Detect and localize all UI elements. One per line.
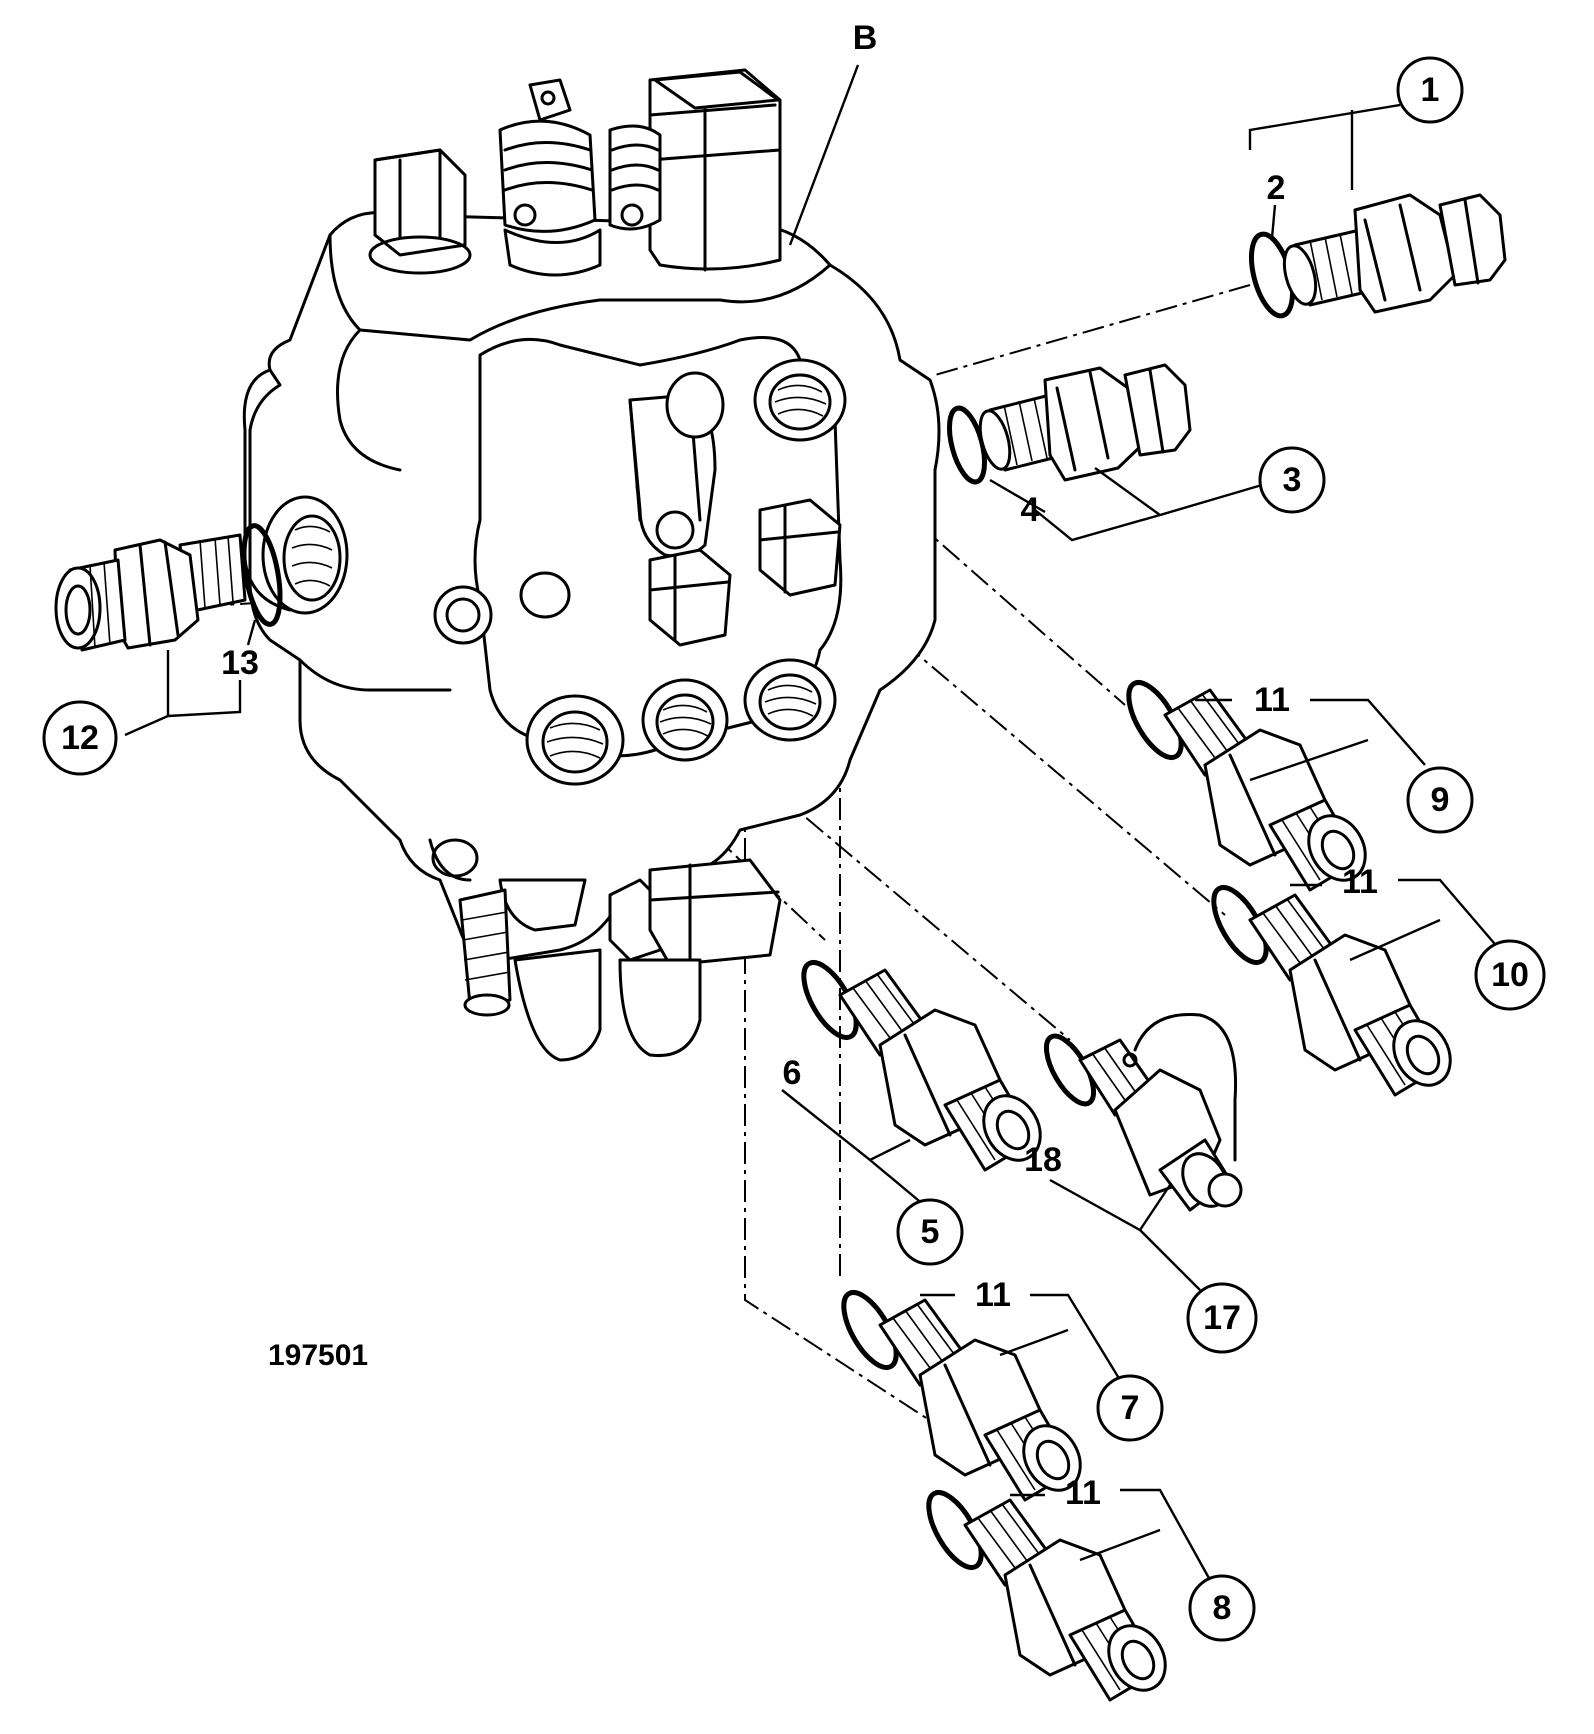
label-4: 4 <box>1021 491 1040 529</box>
fitting-1 <box>1248 193 1507 319</box>
part-labels: 2 4 6 11 11 11 11 13 18 B <box>221 19 1378 1512</box>
centerline-fitting-9 <box>799 419 1126 706</box>
label-11-c: 11 <box>975 1276 1011 1314</box>
top-relief-valves <box>498 78 662 277</box>
callout-bubbles: 1 3 5 7 8 9 10 12 <box>42 56 1546 1642</box>
svg-text:10: 10 <box>1491 956 1529 994</box>
fitting-7 <box>841 1290 1082 1502</box>
svg-text:7: 7 <box>1121 1389 1140 1427</box>
callout-17: 17 <box>1186 1282 1258 1354</box>
assembly-label-b: B <box>853 19 878 57</box>
bottom-spool-ends <box>458 858 782 1062</box>
leader-lines <box>124 64 1501 1581</box>
svg-text:5: 5 <box>921 1213 940 1251</box>
label-11-b: 11 <box>1342 863 1378 901</box>
face-hex-plugs <box>648 498 842 647</box>
fitting-5 <box>801 960 1042 1172</box>
callout-9: 9 <box>1406 766 1474 834</box>
svg-text:1: 1 <box>1421 71 1440 109</box>
svg-text:12: 12 <box>61 719 99 757</box>
mounting-ear-left <box>431 838 479 878</box>
svg-text:17: 17 <box>1203 1299 1241 1337</box>
callout-8: 8 <box>1188 1574 1256 1642</box>
label-18: 18 <box>1024 1141 1062 1179</box>
fitting-12 <box>54 523 283 652</box>
fitting-10 <box>1211 885 1452 1097</box>
callout-1: 1 <box>1396 56 1464 124</box>
top-plug-left <box>368 148 472 275</box>
figure-number: 197501 <box>268 1339 368 1372</box>
fitting-9 <box>1126 680 1367 892</box>
svg-text:8: 8 <box>1213 1589 1232 1627</box>
centerline-fitting-8 <box>744 800 961 1441</box>
fitting-3 <box>946 363 1192 485</box>
label-6: 6 <box>783 1054 802 1092</box>
callout-7: 7 <box>1096 1374 1164 1442</box>
control-valve-body <box>242 68 941 1062</box>
label-11-a: 11 <box>1254 681 1290 719</box>
svg-text:9: 9 <box>1431 781 1450 819</box>
callout-5: 5 <box>896 1198 964 1266</box>
callout-10: 10 <box>1474 939 1546 1011</box>
label-2: 2 <box>1267 169 1286 207</box>
centerline-fitting-1 <box>934 284 1251 376</box>
valve-ports <box>261 358 847 786</box>
fitting-17 <box>1043 1012 1243 1212</box>
fitting-8 <box>926 1490 1167 1702</box>
svg-text:3: 3 <box>1283 461 1302 499</box>
label-11-d: 11 <box>1065 1474 1101 1512</box>
label-13: 13 <box>221 644 259 682</box>
valve-face-front <box>473 336 843 758</box>
callout-3: 3 <box>1258 446 1326 514</box>
callout-12: 12 <box>42 700 118 776</box>
top-plug-large <box>648 68 782 272</box>
